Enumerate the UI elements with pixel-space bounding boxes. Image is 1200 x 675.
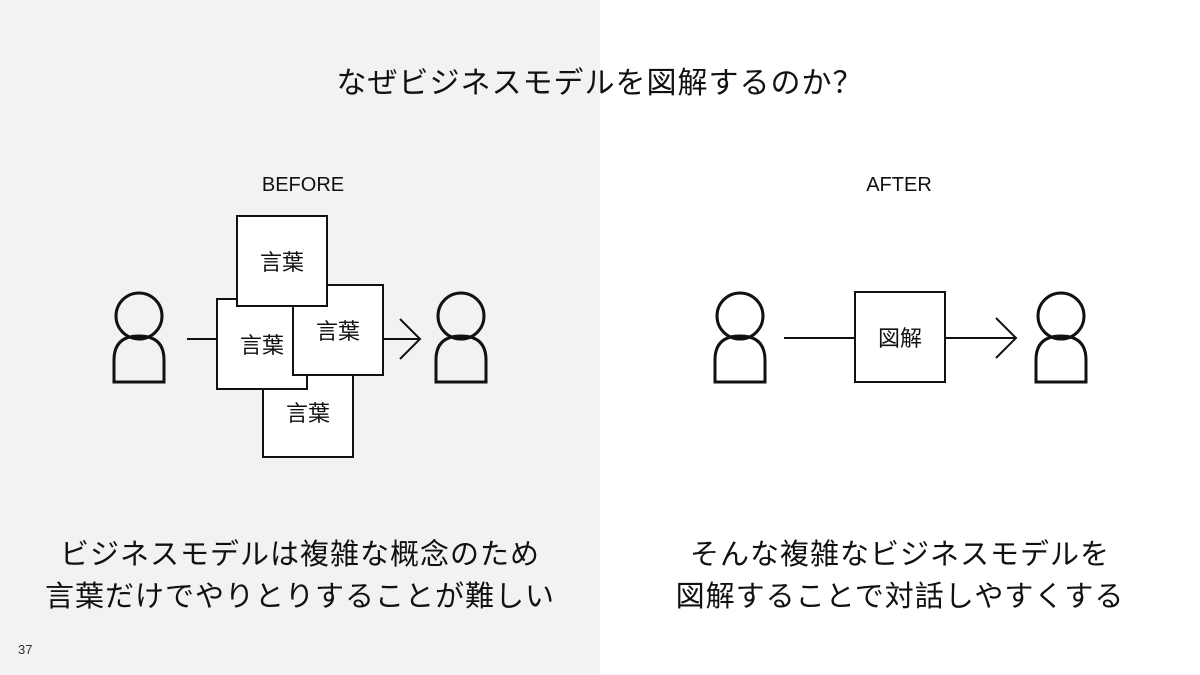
person-icon bbox=[1034, 291, 1088, 384]
person-icon bbox=[713, 291, 767, 384]
arrow-icon bbox=[945, 317, 1018, 359]
after-caption: そんな複雑なビジネスモデルを 図解することで対話しやすくする bbox=[600, 533, 1200, 617]
before-caption-line: 言葉だけでやりとりすることが難しい bbox=[44, 579, 555, 613]
person-icon bbox=[112, 291, 166, 384]
page-number: 37 bbox=[18, 642, 33, 657]
before-caption-line: ビジネスモデルは複雑な概念のため bbox=[59, 537, 540, 571]
after-caption-line: 図解することで対話しやすくする bbox=[675, 579, 1125, 613]
person-icon bbox=[434, 291, 488, 384]
arrow-icon bbox=[382, 318, 422, 360]
page-title: なぜビジネスモデルを図解するのか？ bbox=[336, 66, 864, 101]
word-box: 言葉 bbox=[236, 215, 328, 307]
after-caption-line: そんな複雑なビジネスモデルを bbox=[689, 537, 1110, 571]
before-label: BEFORE bbox=[261, 174, 345, 196]
before-caption: ビジネスモデルは複雑な概念のため 言葉だけでやりとりすることが難しい bbox=[0, 533, 600, 617]
diagram-box: 図解 bbox=[854, 291, 946, 383]
after-label: AFTER bbox=[866, 174, 932, 196]
